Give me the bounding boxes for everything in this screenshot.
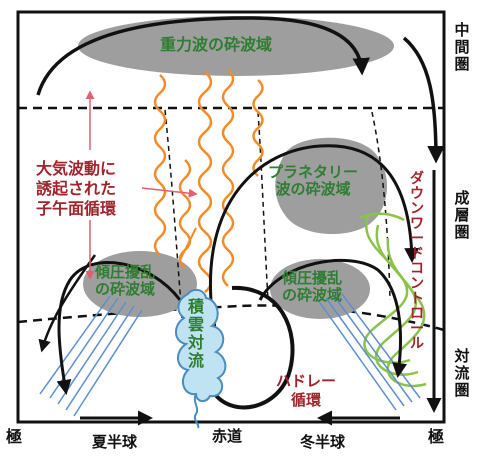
summer-tropospheric-arrow	[56, 261, 182, 395]
gravity-wave-arrow	[179, 227, 197, 261]
convection-char-1: 積	[188, 297, 205, 316]
gravity-wave-1	[197, 71, 213, 293]
wave-circulation-line-1: 大気波動に	[36, 159, 117, 178]
equator-label: 赤道	[212, 427, 243, 445]
sinking-branch-line	[371, 111, 391, 301]
baroclinic-left-label: 傾圧擾乱 の砕波域	[95, 263, 156, 299]
gravity-wave-3	[153, 74, 167, 256]
hadley-circulation-label: ハドレー 循環	[276, 372, 336, 410]
downward-control-label: ダウンワードコントロール	[410, 171, 424, 352]
planetary-waves	[359, 212, 427, 388]
summer-side-arrow	[38, 254, 97, 353]
wave-circulation-line-3: 子午面循環	[36, 199, 117, 218]
baroclinic-right-line-2: の砕波域	[282, 286, 343, 305]
pole-right-label: 極	[428, 427, 445, 446]
hadley-line-1: ハドレー	[276, 372, 337, 390]
gravity-wave-2	[221, 69, 235, 287]
convection-char-4: 流	[188, 351, 205, 370]
annotation-arrow-right	[141, 187, 198, 198]
baroclinic-left-line-2: の砕波域	[95, 280, 156, 299]
baroclinic-waves-right	[317, 293, 421, 411]
planetary-wave-3	[386, 237, 427, 388]
pole-left-label: 極	[6, 427, 23, 446]
wave-induced-circulation-label: 大気波動に 誘起された 子午面循環	[34, 158, 119, 220]
baroclinic-left-line-1: 傾圧擾乱	[95, 263, 156, 281]
convection-char-2: 雲	[188, 315, 205, 334]
planetary-wave-2	[375, 224, 419, 376]
cloud-base-swirl	[193, 393, 200, 429]
wave-circulation-line-2: 誘起された	[36, 179, 117, 198]
rising-branch-line-2	[257, 111, 269, 301]
planetary-label-line-2: 波の砕波域	[275, 180, 351, 199]
convection-label: 積 雲 対 流	[188, 298, 204, 370]
gravity-wave-5	[252, 79, 264, 177]
hadley-line-2: 循環	[291, 391, 322, 409]
planetary-label-line-1: プラネタリー	[268, 163, 359, 181]
stratosphere-label: 成層圏	[454, 189, 470, 241]
downward-descent-arrow	[402, 36, 445, 164]
gravity-wave-region-label: 重力波の砕波域	[160, 35, 273, 54]
troposphere-label: 対流圏	[454, 347, 470, 399]
summer-hemisphere-label: 夏半球	[92, 433, 138, 451]
rising-branch-line-1	[164, 109, 183, 319]
planetary-wave-tip	[359, 212, 405, 222]
planetary-wave-region	[275, 137, 387, 235]
baroclinic-region-right	[270, 259, 370, 319]
planetary-wave-region-label: プラネタリー 波の砕波域	[268, 163, 359, 199]
diagram-frame	[16, 10, 446, 424]
gravity-wave-region	[78, 16, 394, 76]
baroclinic-right-label: 傾圧擾乱 の砕波域	[282, 269, 343, 305]
mesospheric-circulation-arrow	[36, 16, 370, 96]
tropopause-line	[17, 304, 445, 332]
gravity-waves	[153, 69, 264, 293]
mesosphere-label: 中間圏	[454, 21, 470, 73]
baroclinic-region-left	[83, 251, 197, 317]
cumulus-convection-cloud	[175, 288, 227, 402]
winter-hemisphere-label: 冬半球	[300, 433, 346, 451]
planetary-wave-1	[363, 214, 411, 364]
baroclinic-right-line-1: 傾圧擾乱	[282, 269, 343, 287]
winter-tropospheric-arrow	[258, 258, 408, 378]
convection-char-3: 対	[188, 333, 205, 352]
stratospheric-circulation-arrow	[209, 144, 420, 313]
